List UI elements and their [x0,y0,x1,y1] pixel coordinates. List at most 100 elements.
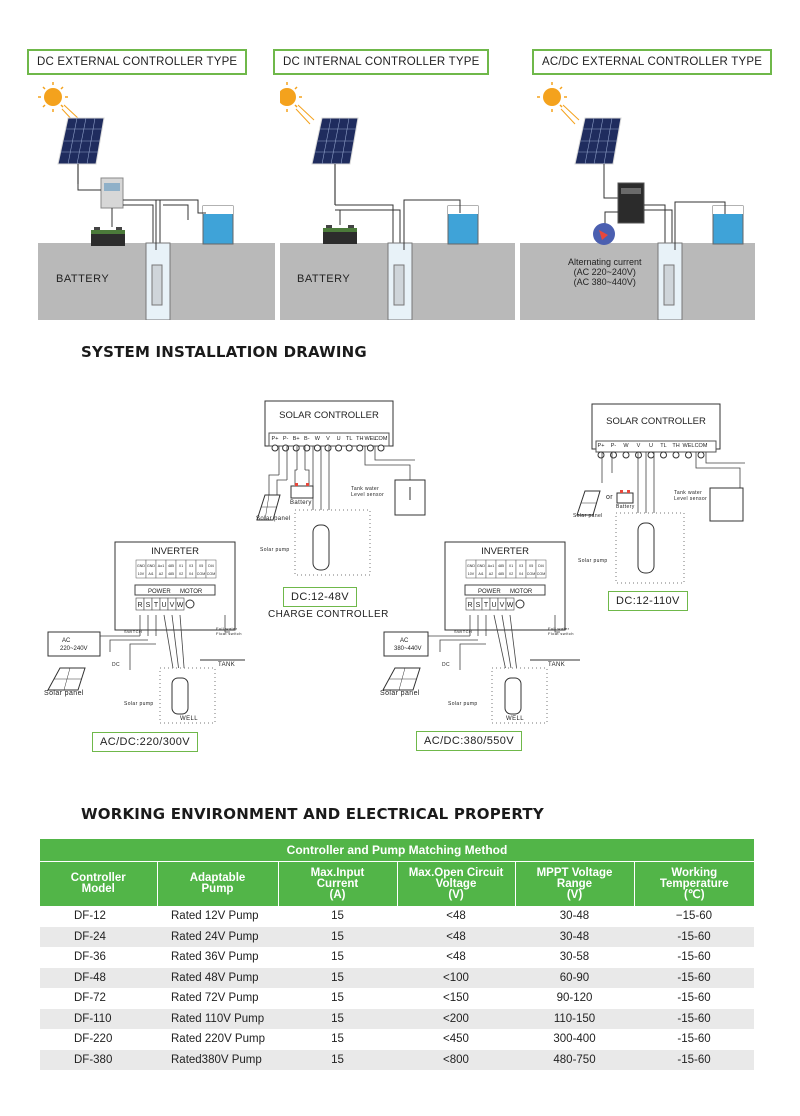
terminal-screw [610,451,617,459]
label-switch: SWITCH [124,629,143,634]
inverter-title: INVERTER [151,546,199,557]
label-solar-panel: Solar panel [256,516,291,522]
terminal-label: COM [695,443,708,449]
terminal-screw [672,451,680,459]
terminal-label: P+ [272,436,279,442]
table-cell: DF-24 [40,926,157,947]
ac-source-box [383,631,429,657]
inverter-terminal-letter: T [154,602,159,609]
table-cell: <48 [446,951,466,964]
controller-box-icon [100,177,124,209]
well-icon [145,242,171,321]
table-cell: -15-60 [677,1033,711,1046]
inverter-terminal-label: Ao1 [158,564,164,568]
table-cell: 110-150 [515,1008,634,1029]
table-cell: DF-220 [74,1033,113,1046]
inverter-terminal-letter: V [170,602,175,609]
pump-icon [171,677,189,715]
inverter-terminal-label: 485 [498,572,504,576]
table-cell: 60-90 [515,967,634,988]
well-icon [657,242,683,321]
terminal-screw [324,444,332,452]
solar-panel-icon [576,490,601,516]
inverter-terminal-label: 10V [138,572,145,576]
terminal-label: P- [611,443,617,449]
terminal-label: WEL [364,436,376,442]
motor-label: MOTOR [180,589,203,595]
table-cell: -15-60 [634,926,754,947]
label-or: or [606,494,614,501]
table-cell: <200 [397,1008,515,1029]
ground-icon [515,599,525,609]
table-cell: 15 [278,926,397,947]
inverter-terminal-label: X5 [199,564,203,568]
inverter-terminal-label: GND [467,564,475,568]
inverter-terminal-letter: W [507,602,514,609]
installation-section-title: SYSTEM INSTALLATION DRAWING [81,343,367,361]
inverter-terminal-label: 10V [468,572,475,576]
table-cell: Rated 12V Pump [171,910,259,923]
terminal-screw [597,451,605,459]
label-battery: Battery [290,500,312,506]
ground-label-battery: BATTERY [297,273,351,285]
ground-label-battery: BATTERY [56,273,110,285]
inverter-terminal-label: COM [197,572,205,576]
inverter-terminal-label: X3 [189,564,193,568]
inverter-terminal-label: GND [477,564,485,568]
inverter-terminal-label: DI4 [208,564,214,568]
pump-icon [504,677,522,715]
inverter-terminal-label: GND [137,564,145,568]
terminal-label: TH [672,443,679,449]
label-solar-pump: Solar pump [578,558,608,564]
table-cell: 30-48 [559,910,590,923]
table-cell: DF-380 [40,1049,157,1070]
ac-label-line-3: (AC 380~440V) [573,277,636,287]
table-title: Controller and Pump Matching Method [40,839,754,862]
inverter-terminal-label: X3 [519,564,523,568]
inverter-terminal-grid: GND10VGNDAi1Ao1A2485485X1X2X3X4X5COMDI4C… [465,559,547,579]
inverter-terminal-label: X1 [179,564,183,568]
sun-icon [537,82,567,112]
table-cell: 15 [331,992,344,1005]
label-full-water: Full water Float switch [216,626,242,636]
inverter-terminal-letter: R [137,602,142,609]
water-tank-icon [403,199,479,250]
power-label: POWER [478,589,501,595]
table-cell: 90-120 [556,992,593,1005]
table-cell: Rated380V Pump [157,1049,278,1070]
solar-panel-icon [574,117,622,165]
label-solar-pump: Solar pump [448,701,478,707]
terminal-label: TL [346,436,352,442]
ac-voltage-label: 380~440V [394,646,422,652]
inverter-terminal-label: Ai1 [148,572,153,576]
inverter-terminal-label: X4 [519,572,523,576]
table-cell: −15-60 [675,910,713,923]
inverter-terminal-label: COM [537,572,545,576]
terminal-screw [366,444,374,452]
inverter-terminal-box [505,597,515,611]
controller-title: SOLAR CONTROLLER [279,410,379,421]
inverter-terminal-label: DI4 [538,564,544,568]
table-cell: DF-36 [74,951,106,964]
table-cell: DF-72 [74,992,106,1005]
inverter-terminal-label: X2 [179,572,183,576]
acdc-external-system-illustration: Alternating current (AC 220~240V) (AC 38… [520,80,755,321]
label-tank: TANK [218,662,236,668]
terminal-screw [660,451,667,459]
ac-label-line-1: Alternating current [568,257,642,267]
terminal-label: TL [660,443,666,449]
solar-panel-icon [382,667,421,691]
terminal-screw [282,444,290,452]
table-cell: -15-60 [634,1049,754,1070]
inverter-terminal-letter: R [467,602,472,609]
table-cell: 300-400 [553,1033,596,1046]
terminal-label: W [315,436,321,442]
